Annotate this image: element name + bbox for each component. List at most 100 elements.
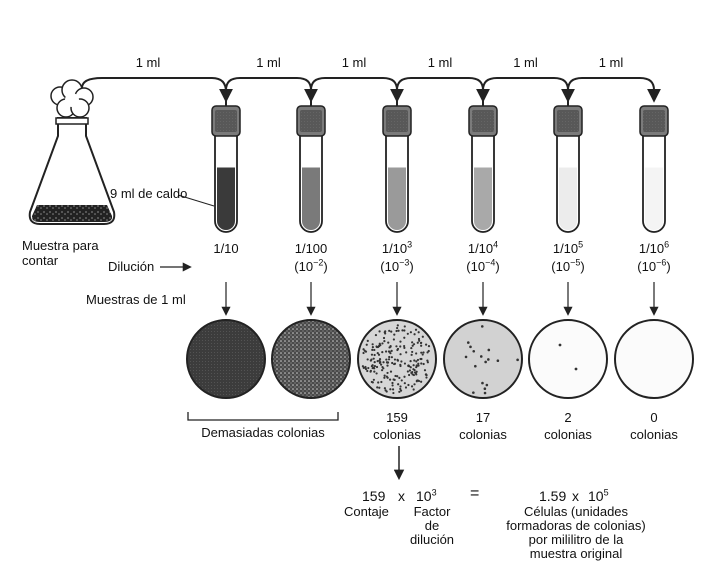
dilution-label-1: 1/10: [213, 241, 238, 257]
power-close: ): [409, 259, 413, 274]
colony: [391, 382, 393, 384]
dilution-fraction: 1/10: [213, 241, 238, 256]
colony: [390, 345, 392, 347]
colony: [374, 361, 376, 363]
colony: [366, 370, 368, 372]
tube-broth: [302, 168, 320, 230]
colony: [398, 377, 400, 379]
colony: [377, 381, 379, 383]
tube-6: [640, 106, 668, 232]
colony: [372, 346, 374, 348]
too-many-bracket: [188, 412, 338, 420]
colony: [425, 373, 427, 375]
colony: [367, 340, 369, 342]
dilution-label-5: 1/105: [553, 241, 583, 257]
power-close: ): [495, 259, 499, 274]
colony: [372, 364, 374, 366]
plate-unit-3: colonias: [373, 427, 421, 443]
colony: [481, 382, 484, 385]
colony: [416, 364, 418, 366]
colony: [413, 364, 415, 366]
colony: [413, 388, 415, 390]
too-many-label: Demasiadas colonias: [201, 425, 325, 441]
calc-base: 10: [416, 488, 432, 504]
plate-dish: [444, 320, 522, 398]
colony: [409, 369, 411, 371]
calc-equals: =: [470, 486, 479, 502]
transfer-arrow-1: [82, 78, 226, 100]
colony: [418, 331, 420, 333]
colony: [373, 379, 375, 381]
colony: [417, 342, 419, 344]
colony: [369, 371, 371, 373]
calc-times: x: [398, 488, 405, 504]
colony: [375, 345, 377, 347]
dilution-fraction: 1/10: [382, 241, 407, 256]
dilution-exponent: 6: [664, 240, 669, 250]
colony: [362, 352, 364, 354]
power-base: (10: [551, 259, 570, 274]
colony: [397, 383, 399, 385]
plate-3: [358, 320, 436, 398]
plate-2: [272, 320, 350, 398]
plate-count-3: 159: [386, 410, 408, 426]
colony: [575, 368, 578, 371]
colony: [378, 387, 380, 389]
calc-factor: 103: [416, 488, 437, 504]
colony: [420, 345, 422, 347]
colony: [384, 331, 386, 333]
colony: [399, 345, 401, 347]
transfer-label-6: 1 ml: [599, 55, 624, 71]
colony: [395, 330, 397, 332]
tube-cap-texture: [215, 110, 237, 132]
colony: [396, 375, 398, 377]
plate-unit-6: colonias: [630, 427, 678, 443]
colony: [375, 372, 377, 374]
colony: [420, 362, 422, 364]
colony: [559, 344, 562, 347]
colony: [415, 352, 417, 354]
colony: [391, 362, 393, 364]
plate-unit-5: colonias: [544, 427, 592, 443]
colony: [388, 356, 390, 358]
colony: [394, 358, 396, 360]
plate-dish: [272, 320, 350, 398]
colony: [399, 364, 401, 366]
transfer-label-5: 1 ml: [513, 55, 538, 71]
broth-label: 9 ml de caldo: [110, 186, 187, 202]
colony: [415, 329, 417, 331]
colony: [403, 329, 405, 331]
dilution-power-5: (10−5): [551, 259, 584, 275]
colony: [381, 366, 383, 368]
dilution-tubes: [212, 106, 668, 232]
tube-broth: [388, 168, 406, 230]
dilution-fraction: 1/10: [639, 241, 664, 256]
dilution-exponent: 3: [407, 240, 412, 250]
colony: [381, 351, 383, 353]
colony: [367, 367, 369, 369]
transfer-label-2: 1 ml: [256, 55, 281, 71]
calc-exp: 3: [432, 487, 437, 497]
colony: [395, 345, 397, 347]
tube-broth: [217, 168, 235, 230]
colony: [399, 388, 401, 390]
colony: [372, 367, 374, 369]
colony: [397, 324, 399, 326]
colony: [373, 358, 375, 360]
colony: [389, 388, 391, 390]
colony: [373, 371, 375, 373]
tube-cap-texture: [472, 110, 494, 132]
colony: [385, 350, 387, 352]
dilution-power-4: (10−4): [466, 259, 499, 275]
colony: [375, 334, 377, 336]
sample-arrows: [226, 282, 654, 314]
transfer-arrows: [82, 78, 654, 106]
transfer-arrow-2: [226, 78, 311, 106]
tube-broth: [474, 168, 492, 230]
colony: [424, 369, 426, 371]
colony: [364, 366, 366, 368]
colony: [420, 381, 422, 383]
calc-result-base: 10: [588, 488, 604, 504]
colony: [405, 386, 407, 388]
colony: [480, 355, 483, 358]
